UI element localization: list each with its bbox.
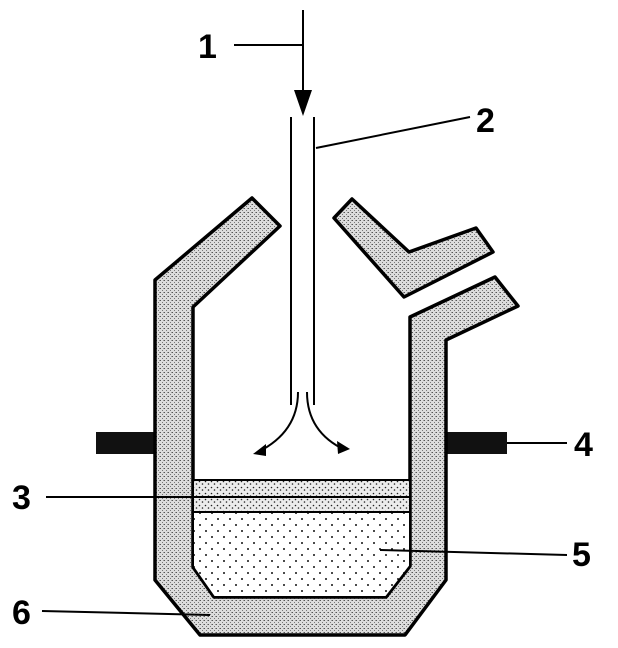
label-1: 1	[198, 28, 217, 66]
label-4: 4	[574, 426, 593, 464]
exhaust-hood	[332, 197, 495, 299]
jet-right	[306, 391, 346, 451]
right-trunnion	[445, 432, 507, 454]
jet-right-arrowhead	[337, 441, 350, 454]
jet-left-arrowhead	[253, 444, 266, 456]
metal-bath	[192, 511, 411, 598]
label-2: 2	[476, 102, 495, 140]
leader-5	[379, 549, 568, 556]
oxygen-feed-arrowhead	[294, 90, 312, 116]
leader-2	[315, 116, 471, 149]
label-3: 3	[12, 479, 31, 517]
label-6: 6	[12, 594, 31, 632]
leader-6	[41, 610, 211, 616]
left-trunnion	[96, 432, 156, 454]
label-5: 5	[572, 536, 591, 574]
